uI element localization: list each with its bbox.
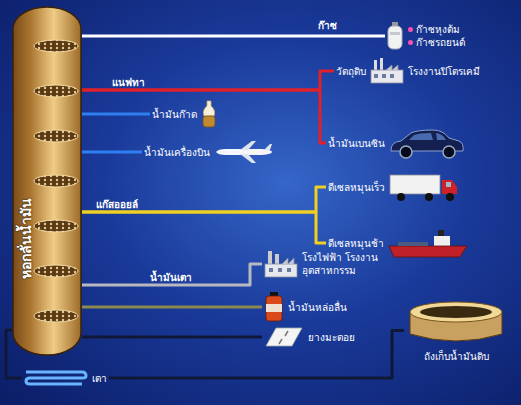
asphalt-node: ยางมะตอย	[262, 324, 357, 350]
node-label: ถังเก็บน้ำมันดิบ	[424, 350, 489, 363]
node-label: ยางมะตอย	[308, 331, 355, 344]
gas-products: ก๊าซหุงต้มก๊าซรถยนต์	[385, 20, 467, 52]
pipe-line	[82, 264, 262, 285]
fraction-label: แนฟทา	[112, 75, 145, 90]
airplane	[214, 140, 274, 164]
node-label: น้ำมันเบนซิน	[328, 137, 385, 150]
pipe-line	[82, 35, 385, 38]
pipe-line	[109, 331, 404, 379]
distillation-tower	[12, 6, 82, 356]
node-label: น้ำมันก๊าด	[152, 108, 197, 121]
node-label: วัตถุดิบ	[336, 65, 366, 78]
truck	[389, 172, 459, 202]
lubricant-can	[264, 292, 284, 322]
node-label: ดีเซลหมุนช้า	[328, 237, 384, 250]
node-label: น้ำมันเครื่องบิน	[144, 146, 210, 159]
fraction-label: น้ำมันเตา	[150, 270, 192, 285]
node-label: ก๊าซรถยนต์	[407, 36, 465, 49]
tower-label: หอกลั่นน้ำมัน	[17, 198, 35, 279]
petrochemical-node: วัตถุดิบ โรงงานปิโตรเคมี	[334, 56, 482, 86]
gas-cylinder	[387, 22, 403, 50]
pipe-line	[82, 90, 326, 143]
lubricant-node: น้ำมันหล่อลื่น	[262, 290, 349, 324]
node-label: โรงไฟฟ้า โรงงานอุตสาหกรรม	[302, 251, 394, 277]
gasoline-node: น้ำมันเบนซิน	[326, 124, 467, 162]
pipe-line	[82, 71, 334, 90]
car	[389, 126, 465, 160]
pipe-line	[82, 212, 326, 243]
fraction-label: แก๊สออยล์	[96, 197, 138, 212]
jet-fuel-node: น้ำมันเครื่องบิน	[142, 138, 276, 166]
node-label: โรงงานปิโตรเคมี	[408, 65, 480, 78]
distillation-tower: หอกลั่นน้ำมัน	[12, 6, 82, 356]
crude-tank-node: ถังเก็บน้ำมันดิบ	[404, 296, 508, 365]
kerosene-lamp	[201, 100, 217, 128]
pipe-line	[82, 306, 262, 309]
pipe-line	[82, 336, 262, 339]
asphalt-road	[264, 326, 304, 348]
pipe-line	[82, 151, 142, 154]
pipe-line	[82, 113, 150, 116]
crude-oil-tank	[406, 298, 506, 348]
node-label: ดีเซลหมุนเร็ว	[328, 181, 385, 194]
ship	[388, 226, 468, 260]
node-label: ก๊าซหุงต้ม	[407, 23, 465, 36]
node-label: เตา	[92, 372, 107, 385]
node-label: น้ำมันหล่อลื่น	[288, 301, 347, 314]
kerosene-node: น้ำมันก๊าด	[150, 98, 219, 130]
text-group: ก๊าซหุงต้มก๊าซรถยนต์	[407, 23, 465, 49]
furnace-node: เตา	[22, 366, 109, 390]
furnace-coil	[24, 368, 88, 388]
power-plant	[264, 250, 298, 278]
high-speed-diesel-node: ดีเซลหมุนเร็ว	[326, 170, 461, 204]
fraction-label: ก๊าซ	[318, 18, 337, 33]
fuel-oil-users-node: โรงไฟฟ้า โรงงานอุตสาหกรรม	[262, 248, 396, 280]
petrochemical-plant	[370, 58, 404, 84]
pipe-line	[82, 187, 326, 212]
